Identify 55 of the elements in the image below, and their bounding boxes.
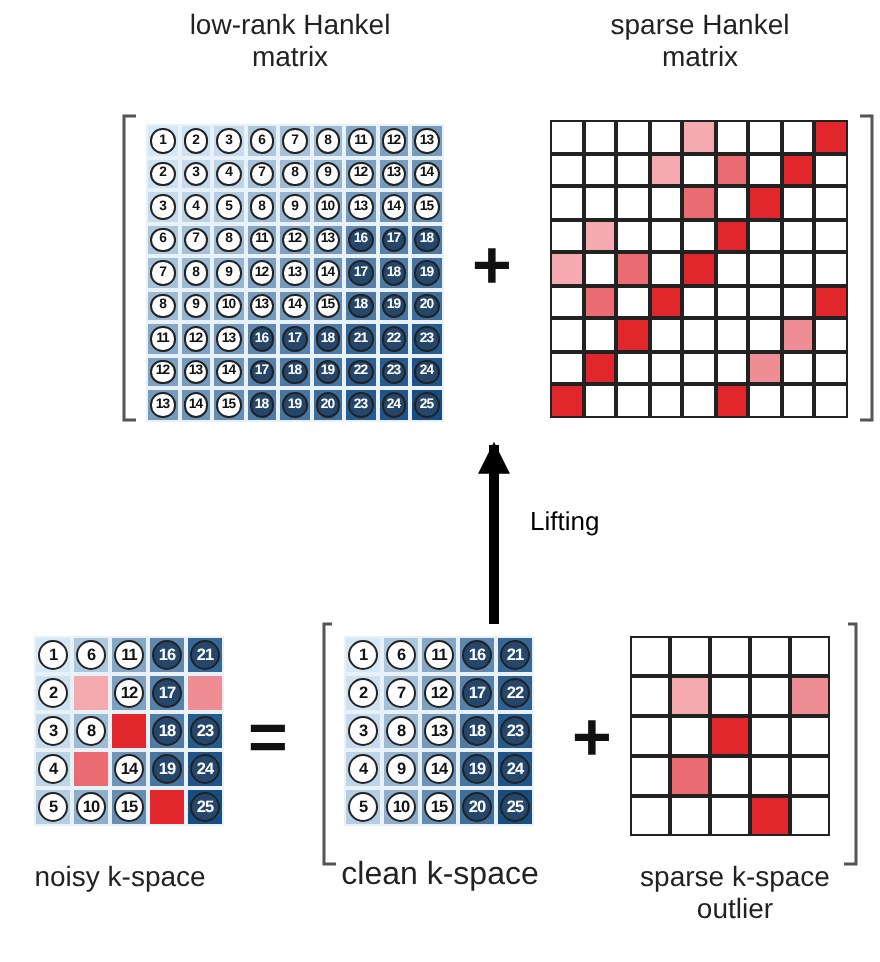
cell-number: 6 bbox=[76, 640, 106, 670]
operator-sign: + bbox=[472, 232, 512, 300]
cell-number: 15 bbox=[114, 792, 144, 822]
cell-number: 14 bbox=[424, 754, 454, 784]
cell-number: 22 bbox=[500, 678, 530, 708]
cell-number: 5 bbox=[38, 792, 68, 822]
cell-number: 2 bbox=[348, 678, 378, 708]
cell-number: 25 bbox=[190, 792, 220, 822]
cell-number: 17 bbox=[152, 678, 182, 708]
cell-number: 10 bbox=[76, 792, 106, 822]
matrix-title: clean k-space bbox=[339, 860, 541, 892]
cell-number: 10 bbox=[386, 792, 416, 822]
cell-number: 4 bbox=[348, 754, 378, 784]
cell-number: 12 bbox=[424, 678, 454, 708]
operator-sign: + bbox=[572, 704, 612, 772]
cell-number: 11 bbox=[424, 640, 454, 670]
cell-number: 19 bbox=[462, 754, 492, 784]
cell-number: 19 bbox=[152, 754, 182, 784]
cell-number: 7 bbox=[386, 678, 416, 708]
cell-number: 17 bbox=[462, 678, 492, 708]
cell-number: 12 bbox=[114, 678, 144, 708]
cell-number: 4 bbox=[38, 754, 68, 784]
cell-number: 24 bbox=[500, 754, 530, 784]
cell-number: 5 bbox=[348, 792, 378, 822]
matrix-title: low-rank Hankel matrix bbox=[187, 8, 393, 72]
matrix-title: sparse k-space outlier bbox=[638, 860, 832, 924]
cell-number: 8 bbox=[386, 716, 416, 746]
cell-number: 24 bbox=[190, 754, 220, 784]
cell-number: 3 bbox=[38, 716, 68, 746]
cell-number: 16 bbox=[152, 640, 182, 670]
matrix-title: sparse Hankel matrix bbox=[608, 8, 792, 72]
cell-number: 6 bbox=[386, 640, 416, 670]
cell-number: 23 bbox=[190, 716, 220, 746]
cell-number: 11 bbox=[114, 640, 144, 670]
cell-number: 16 bbox=[462, 640, 492, 670]
cell-number: 9 bbox=[386, 754, 416, 784]
cell-number: 1 bbox=[348, 640, 378, 670]
cell-number: 13 bbox=[424, 716, 454, 746]
cell-number: 25 bbox=[500, 792, 530, 822]
cell-number: 14 bbox=[114, 754, 144, 784]
edge-label: Lifting bbox=[530, 505, 600, 535]
cell-number: 1 bbox=[38, 640, 68, 670]
cell-number: 20 bbox=[462, 792, 492, 822]
cell-number: 21 bbox=[500, 640, 530, 670]
cell-number: 18 bbox=[152, 716, 182, 746]
cell-number: 8 bbox=[76, 716, 106, 746]
cell-number: 2 bbox=[38, 678, 68, 708]
arrow bbox=[478, 441, 510, 624]
matrix-title: noisy k-space bbox=[32, 860, 208, 892]
cell-number: 21 bbox=[190, 640, 220, 670]
cell-number: 3 bbox=[348, 716, 378, 746]
operator-sign: = bbox=[248, 704, 288, 772]
cell-number: 15 bbox=[424, 792, 454, 822]
cell-number: 23 bbox=[500, 716, 530, 746]
cell-number: 18 bbox=[462, 716, 492, 746]
